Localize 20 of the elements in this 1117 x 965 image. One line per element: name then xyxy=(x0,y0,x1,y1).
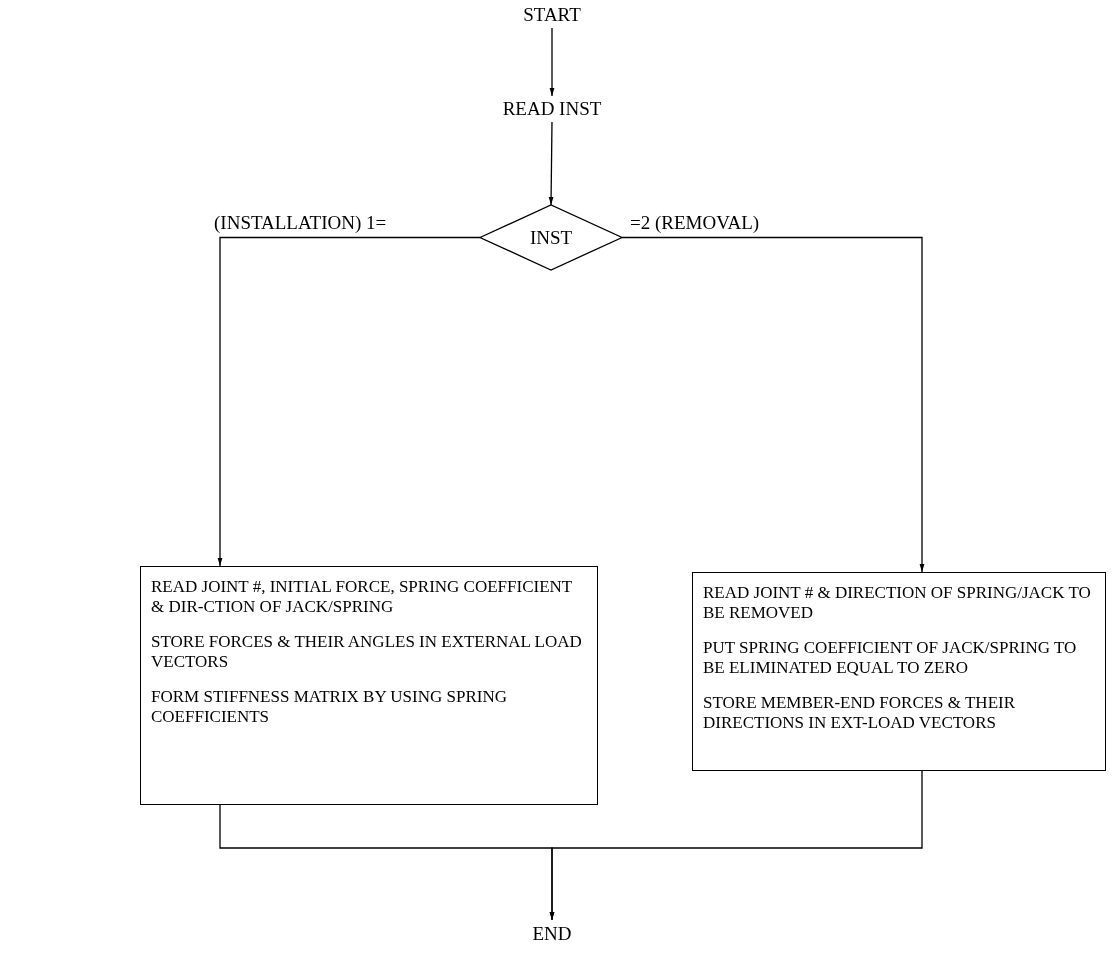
decision-diamond xyxy=(480,205,622,270)
edge-label: =2 (REMOVAL) xyxy=(628,212,762,234)
edge-label: (INSTALLATION) 1= xyxy=(212,212,389,234)
arrow xyxy=(217,236,481,567)
process-text: READ JOINT # & DIRECTION OF SPRING/JACK TO BE REMOVED xyxy=(703,583,1092,624)
process-text: STORE MEMBER-END FORCES & THEIR DIRECTIONS IN EXT-LOAD VECTORS xyxy=(703,692,1017,734)
decision-label: INST xyxy=(529,226,573,249)
flow-text: END xyxy=(532,923,572,945)
arrow xyxy=(621,236,925,573)
flow-text: READ INST xyxy=(502,98,602,120)
process-text: STORE FORCES & THEIR ANGLES IN EXTERNAL LOAD VECTORS xyxy=(151,631,583,673)
arrow xyxy=(548,121,554,206)
process-text: PUT SPRING COEFFICIENT OF JACK/SPRING TO BE ELIMINATED EQUAL TO ZERO xyxy=(703,637,1078,679)
process-text: READ JOINT #, INITIAL FORCE, SPRING COEFFICIENT & DIR-CTION OF JACK/SPRING xyxy=(151,577,573,618)
arrow xyxy=(549,770,923,921)
process-text: FORM STIFFNESS MATRIX BY USING SPRING COEFFICIENTS xyxy=(151,686,508,728)
flow-text: START xyxy=(523,4,581,26)
process-box xyxy=(140,566,598,805)
arrow xyxy=(549,27,555,97)
process-box xyxy=(692,572,1106,771)
